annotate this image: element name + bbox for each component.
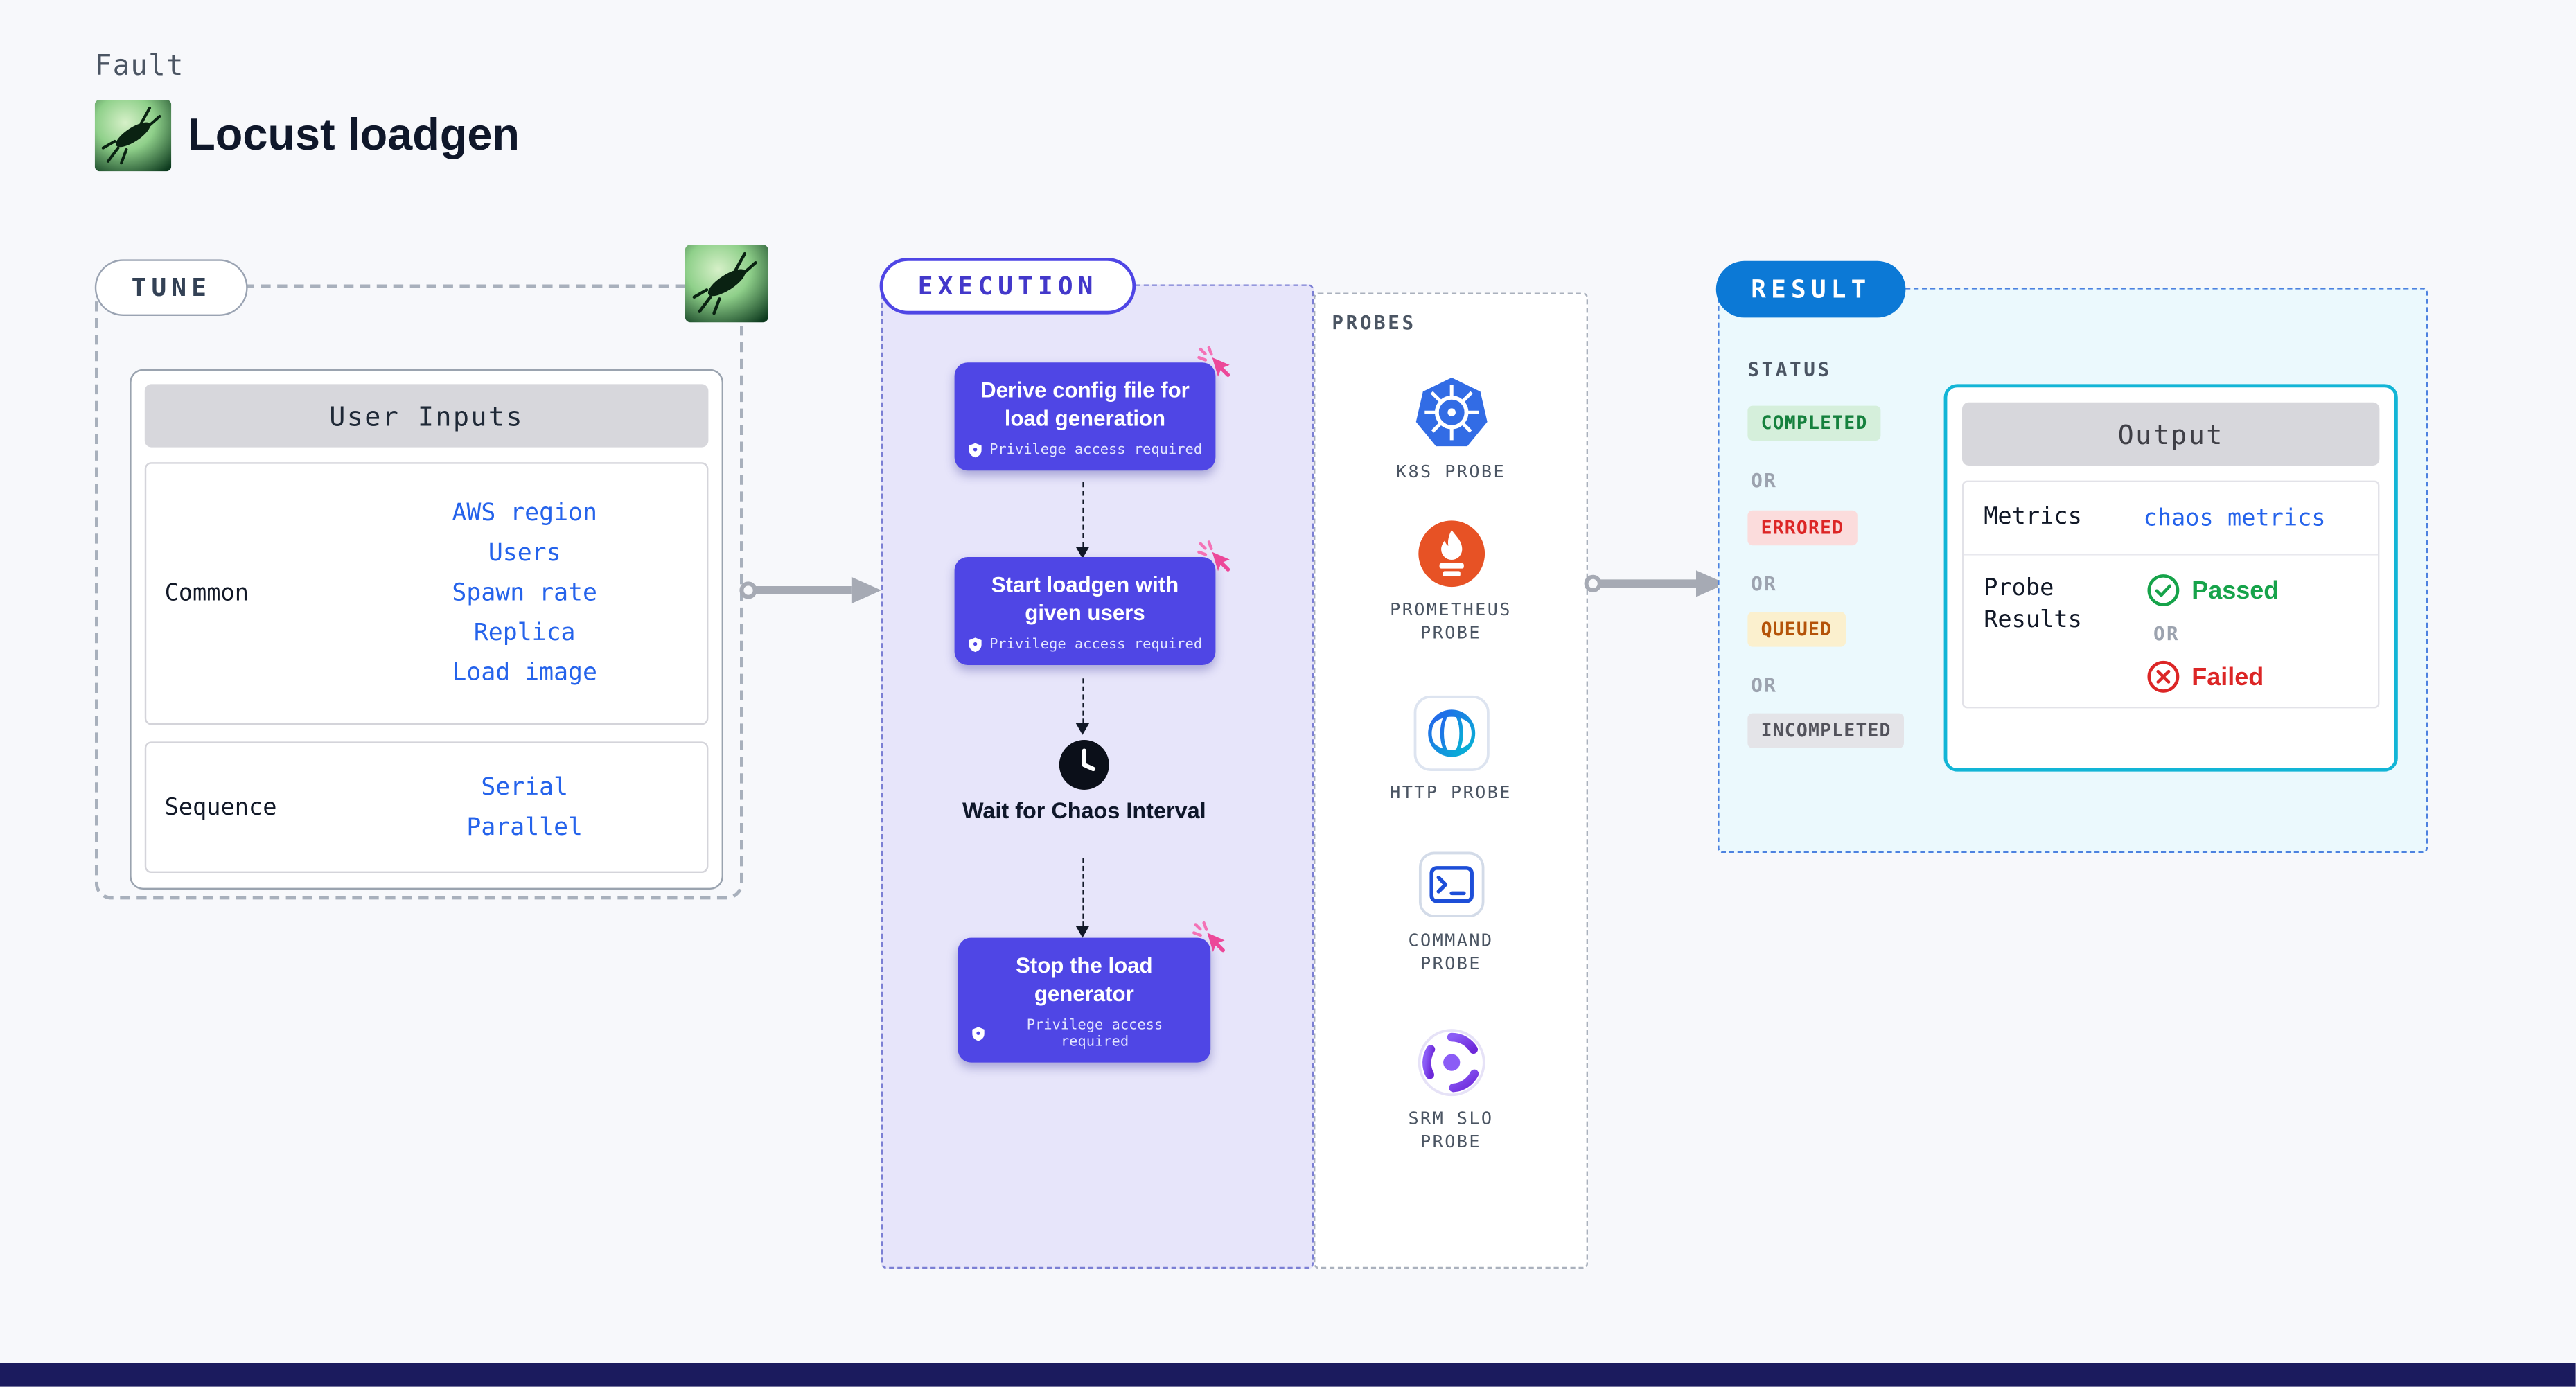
metrics-label: Metrics [1984,504,2082,531]
click-cursor-icon [1194,537,1235,578]
privilege-badge: Privilege access required [968,442,1202,459]
probe-label: HTTP PROBE [1390,783,1512,804]
step-start-loadgen: Start loadgen with given users Privilege… [954,540,1230,665]
locust-icon [94,100,172,172]
connector-arrow [1075,858,1090,938]
shield-icon [972,1026,985,1041]
metrics-row: Metrics chaos metrics [1964,482,2379,556]
step-derive-config: Derive config file for load generation P… [954,346,1230,470]
status-badge-incompleted: INCOMPLETED [1747,713,1905,748]
status-badge-completed: COMPLETED [1747,405,1881,441]
result-section: RESULT STATUS COMPLETED OR ERRORED OR QU… [1715,260,2428,854]
common-items: AWS region Users Spawn rate Replica Load… [342,464,707,723]
privilege-badge: Privilege access required [971,1017,1197,1050]
status-badge-errored: ERRORED [1747,510,1858,546]
terminal-icon [1418,851,1484,918]
probe-results-label: Probe Results [1984,575,2082,634]
chaos-metrics-link[interactable]: chaos metrics [2143,504,2326,531]
probe-prometheus: PROMETHEUS PROBE [1315,519,1586,646]
shield-icon [969,637,982,652]
output-header: Output [1962,402,2380,466]
input-link-aws-region[interactable]: AWS region [452,500,597,527]
input-link-replica[interactable]: Replica [473,620,576,647]
input-link-serial[interactable]: Serial [481,774,569,801]
privilege-note: Privilege access required [989,636,1203,653]
probe-k8s: K8S PROBE [1315,374,1586,484]
tune-section: TUNE User Inputs Common AWS region Users… [94,245,768,900]
user-inputs-header: User Inputs [144,384,709,448]
locust-icon [685,245,768,323]
group-label: Sequence [164,794,277,821]
status-title: STATUS [1747,357,1832,381]
output-panel: Output Metrics chaos metrics Probe Resul… [1943,384,2398,772]
or-separator: OR [2153,621,2180,646]
execution-section: EXECUTION Derive config file for load ge… [879,258,1314,1269]
probes-title: PROBES [1332,310,1416,335]
sequence-items: Serial Parallel [342,743,707,872]
step-stop-loadgen: Stop the load generator Privilege access… [958,921,1225,1063]
probe-results: Passed OR Failed [2146,574,2279,694]
privilege-badge: Privilege access required [968,637,1202,653]
status-badge-queued: QUEUED [1747,612,1846,647]
page-title: Locust loadgen [188,109,520,160]
probe-srm-slo: SRM SLO PROBE [1315,1027,1586,1154]
globe-icon [1413,695,1489,771]
or-separator: OR [1751,673,1778,697]
group-label: Common [164,580,249,608]
probe-results-row: Probe Results Passed OR [1964,556,2378,707]
result-badge: RESULT [1715,260,1906,318]
probes-section: PROBES K8S PROBE P [1314,292,1588,1269]
privilege-note: Privilege access required [989,441,1203,459]
click-cursor-icon [1194,342,1235,384]
connector-arrow [1075,482,1090,559]
input-link-spawn-rate[interactable]: Spawn rate [452,580,597,608]
probe-label: PROMETHEUS PROBE [1390,600,1512,644]
prometheus-icon [1418,520,1484,588]
input-link-users[interactable]: Users [488,540,561,567]
flow-arrow [739,576,881,604]
common-inputs-group: Common AWS region Users Spawn rate Repli… [144,462,709,725]
step-title: Start loadgen with given users [991,572,1179,626]
probe-label: COMMAND PROBE [1408,931,1494,975]
gauge-icon [1417,1029,1485,1097]
sequence-inputs-group: Sequence Serial Parallel [144,741,709,873]
check-circle-icon [2147,574,2180,606]
fault-kicker: Fault [94,50,184,84]
clock-icon [1057,739,1111,792]
passed-row: Passed [2146,574,2279,607]
connector-arrow [1075,678,1090,735]
or-separator: OR [1751,468,1778,493]
click-cursor-icon [1189,918,1230,960]
probe-command: COMMAND PROBE [1315,849,1586,976]
flow-arrow [1584,570,1727,597]
failed-label: Failed [2191,662,2264,691]
passed-label: Passed [2191,576,2279,605]
wait-for-chaos-label: Wait for Chaos Interval [962,798,1206,823]
user-inputs-table: User Inputs Common AWS region Users Spaw… [130,369,723,890]
execution-badge: EXECUTION [879,258,1136,315]
input-link-parallel[interactable]: Parallel [466,813,583,841]
or-separator: OR [1751,572,1778,596]
footer-bar [0,1363,2576,1387]
failed-row: Failed [2146,660,2279,694]
tune-badge: TUNE [94,259,248,317]
shield-icon [969,443,982,457]
probe-label: K8S PROBE [1395,462,1506,482]
step-title: Stop the load generator [1015,953,1153,1006]
probe-label: SRM SLO PROBE [1408,1108,1494,1153]
output-body: Metrics chaos metrics Probe Results Pass… [1962,480,2380,709]
input-link-load-image[interactable]: Load image [452,660,597,687]
x-circle-icon [2147,660,2180,693]
kubernetes-icon [1415,378,1487,447]
step-title: Derive config file for load generation [980,377,1190,431]
privilege-note: Privilege access required [1026,1017,1163,1051]
probe-http: HTTP PROBE [1315,695,1586,805]
